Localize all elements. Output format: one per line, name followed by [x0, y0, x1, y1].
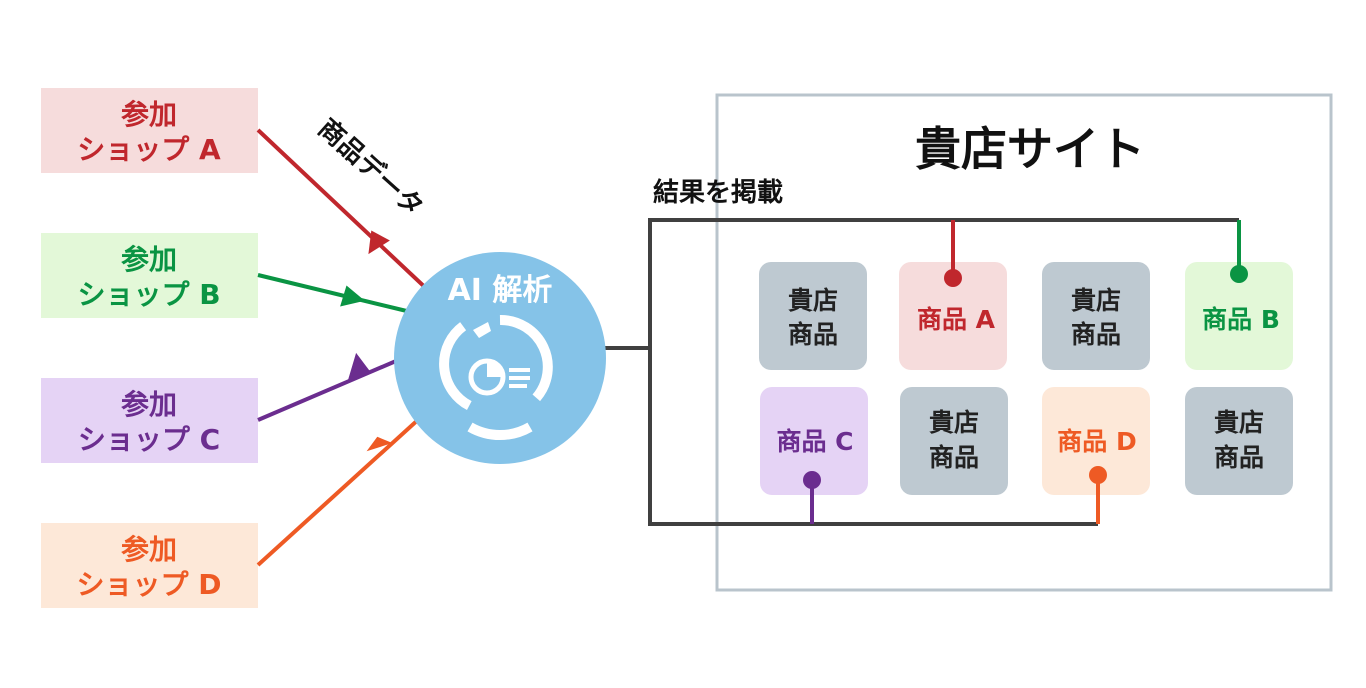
own-product-tile-2: 貴店 商品	[1042, 262, 1150, 370]
pin-product-d	[1089, 466, 1107, 524]
publish-frame	[648, 218, 1239, 526]
shop-label-c-line1: 参加	[121, 388, 177, 421]
own-product-line2: 商品	[788, 320, 838, 349]
own-product-line2: 商品	[1071, 320, 1121, 349]
own-product-tile-3: 貴店 商品	[900, 387, 1008, 495]
own-product-line1: 貴店	[1214, 408, 1264, 437]
shop-box-c: 参加 ショップ C	[41, 378, 258, 463]
shop-label-a-line2: ショップ A	[77, 133, 221, 166]
product-tile-b: 商品 B	[1185, 262, 1293, 370]
shop-label-d-line1: 参加	[121, 533, 177, 566]
product-label-d: 商品 D	[1057, 427, 1136, 456]
shop-label-b-line1: 参加	[121, 243, 177, 276]
product-label-c: 商品 C	[776, 427, 853, 456]
pin-product-a	[944, 220, 962, 287]
ai-analysis-icon	[439, 314, 553, 441]
site-title: 貴店サイト	[915, 122, 1145, 176]
own-product-line2: 商品	[1214, 443, 1264, 472]
product-label-b: 商品 B	[1202, 305, 1280, 334]
site-frame	[715, 93, 1333, 592]
shop-label-c-line2: ショップ C	[78, 423, 220, 456]
own-product-tile-4: 貴店 商品	[1185, 387, 1293, 495]
publish-label: 結果を掲載	[653, 177, 783, 208]
own-product-tile-1: 貴店 商品	[759, 262, 867, 370]
own-product-line1: 貴店	[788, 286, 838, 315]
shop-label-a-line1: 参加	[121, 98, 177, 131]
own-product-line1: 貴店	[929, 408, 979, 437]
shop-label-d-line2: ショップ D	[77, 568, 222, 601]
ai-label: AI 解析	[448, 273, 553, 308]
arrow-shop-c	[257, 352, 411, 422]
shop-box-d: 参加 ショップ D	[41, 523, 258, 608]
ai-node: AI 解析	[394, 252, 606, 464]
shop-label-b-line2: ショップ B	[77, 278, 220, 311]
arrow-shop-a	[256, 128, 432, 294]
product-tile-d: 商品 D	[1042, 387, 1150, 495]
own-product-line2: 商品	[929, 443, 979, 472]
product-label-a: 商品 A	[917, 305, 996, 334]
pin-product-b	[1230, 220, 1248, 283]
shop-box-a: 参加 ショップ A	[41, 88, 258, 173]
arrow-shop-d	[256, 416, 422, 567]
product-data-label: 商品データ	[312, 113, 429, 223]
arrow-shop-b	[257, 273, 416, 315]
own-product-line1: 貴店	[1071, 286, 1121, 315]
shop-box-b: 参加 ショップ B	[41, 233, 258, 318]
product-tile-c: 商品 C	[760, 387, 868, 495]
product-tile-a: 商品 A	[899, 262, 1007, 370]
pin-product-c	[803, 471, 821, 524]
